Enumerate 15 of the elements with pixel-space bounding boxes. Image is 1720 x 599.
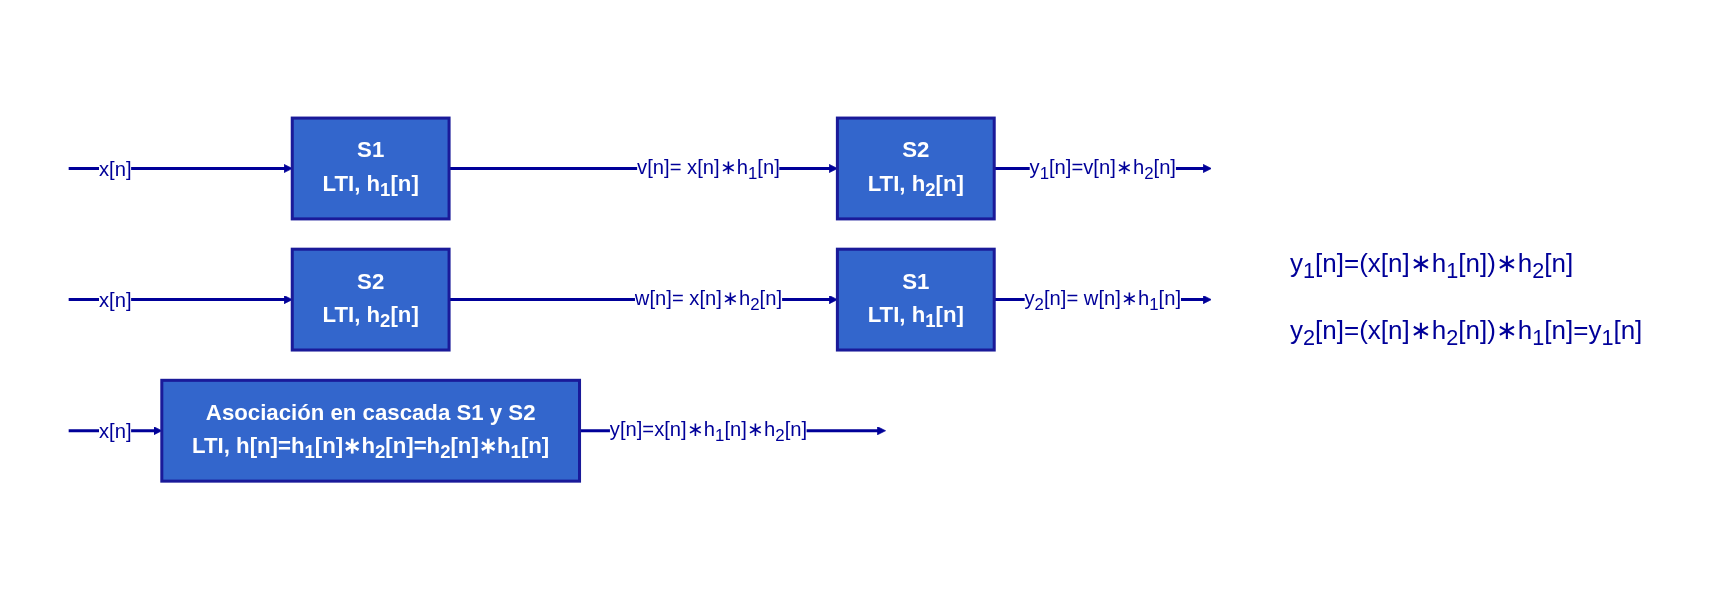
edge-label: x[n] [98,157,132,180]
edge-label: w[n]= x[n]∗h$_{2}$[n] [634,286,783,314]
node-box: S1 LTI, h$_{1}$[n] [835,247,996,352]
edge-label: y$_{2}$[n]= w[n]∗h$_{1}$[n] [1024,286,1182,314]
edge-label: x[n] [98,419,132,442]
node-box: S2 LTI, h$_{2}$[n] [835,116,996,221]
node-box: S1 LTI, h$_{1}$[n] [290,116,451,221]
edge-label: v[n]= x[n]∗h$_{1}$[n] [637,155,780,183]
node-box: S2 LTI, h$_{2}$[n] [290,247,451,352]
edge-label: y[n]=x[n]∗h$_{1}$[n]∗h$_{2}$[n] [609,417,808,445]
edge-label: y$_{1}$[n]=v[n]∗h$_{2}$[n] [1029,155,1176,183]
node-box: Asociación en cascada S1 y S2 LTI, h[n]=h$_{1}$[n]∗h$_{2}$[n]=h$_{2}$[n]∗h$_{1}$[n] [160,378,582,483]
edge-label: x[n] [98,288,132,311]
equation-text: y$_{1}$[n]=(x[n]∗h$_{1}$[n])∗h$_{2}$[n] [1290,248,1575,285]
equation-text: y$_{2}$[n]=(x[n]∗h$_{2}$[n])∗h$_{1}$[n]=y$_{1}$[n] [1290,314,1644,351]
